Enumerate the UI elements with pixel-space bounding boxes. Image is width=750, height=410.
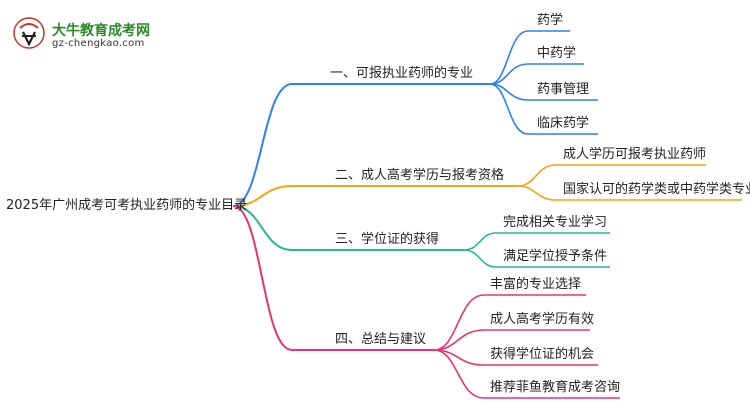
link-branch-2: [232, 185, 293, 207]
link-b4-c2: [433, 329, 485, 351]
logo-site-name: 大牛教育成考网: [52, 23, 150, 39]
branch-2-child-1: 成人学历可报考执业药师: [563, 147, 707, 162]
link-b4-c1: [433, 294, 485, 351]
logo-url: gz-chengkao.com: [52, 38, 145, 49]
link-b2-c1: [517, 164, 557, 187]
branch-1-child-4: 临床药学: [537, 116, 590, 131]
branch-1-child-1: 药学: [537, 13, 564, 28]
link-b2-c2: [517, 185, 557, 201]
branch-3-child-2: 满足学位授予条件: [503, 249, 608, 264]
branch-2-label: 二、成人高考学历与报考资格: [335, 168, 505, 183]
link-branch-1: [232, 83, 293, 207]
branch-1-label: 一、可报执业药师的专业: [330, 66, 474, 81]
branch-4-child-1: 丰富的专业选择: [490, 277, 582, 292]
root-node: 2025年广州成考可考执业药师的专业目录: [6, 198, 248, 213]
branch-3-label: 三、学位证的获得: [335, 232, 440, 247]
link-b1-c2: [489, 63, 529, 85]
link-b1-c4: [489, 83, 529, 135]
link-b4-c4: [433, 349, 485, 399]
bull-logo-icon: [13, 17, 45, 49]
link-branch-4: [232, 205, 293, 351]
branch-4-label: 四、总结与建议: [335, 332, 427, 347]
branch-4-child-3: 获得学位证的机会: [490, 347, 595, 362]
site-logo: 大牛教育成考网 gz-chengkao.com: [6, 14, 174, 54]
link-b3-c1: [463, 232, 497, 251]
link-b1-c1: [489, 30, 529, 85]
branch-4-child-2: 成人高考学历有效: [490, 312, 595, 327]
branch-4-child-4: 推荐菲鱼教育成考咨询: [490, 380, 621, 395]
branch-1-child-2: 中药学: [537, 46, 577, 61]
branch-3-child-1: 完成相关专业学习: [503, 215, 608, 230]
link-b3-c2: [463, 249, 497, 268]
link-branch-3: [232, 205, 293, 251]
branch-1-child-3: 药事管理: [537, 82, 590, 97]
branch-2-child-2: 国家认可的药学类或中药学类专业: [563, 182, 750, 197]
